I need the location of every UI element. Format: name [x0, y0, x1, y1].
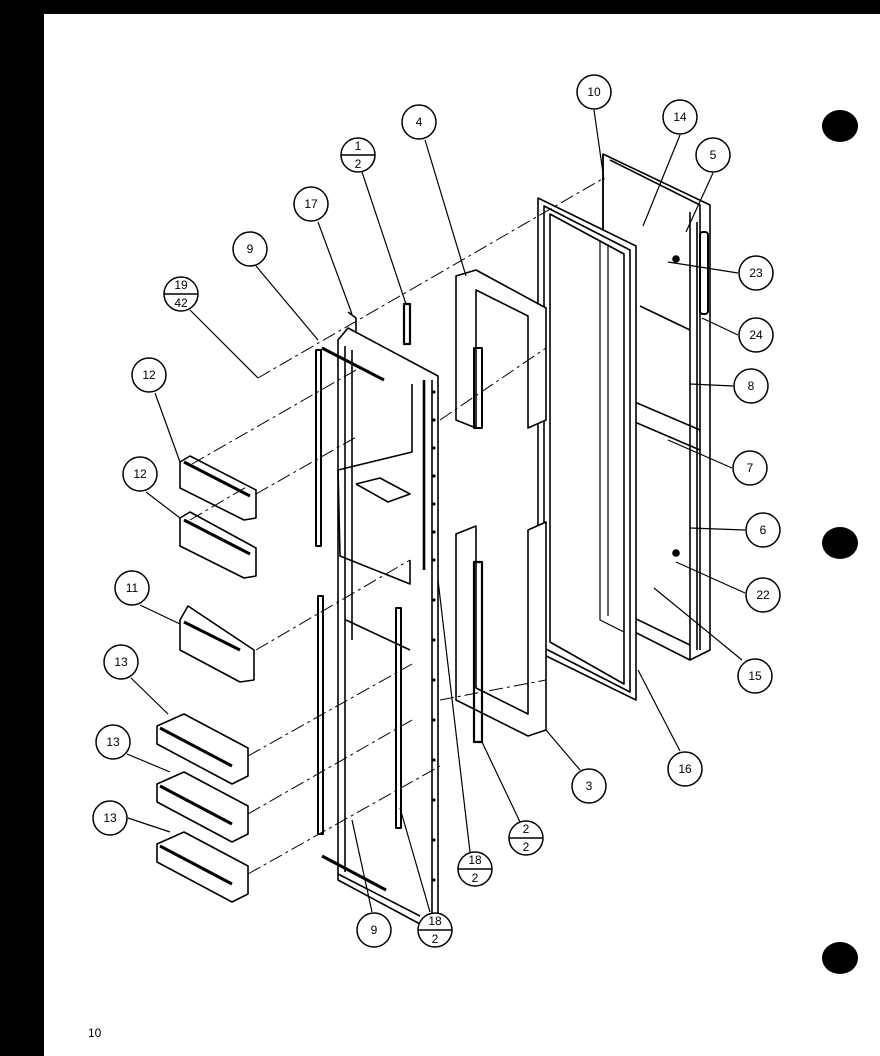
svg-text:11: 11	[126, 581, 139, 595]
svg-text:13: 13	[103, 811, 117, 825]
callout-13-c: 13	[92, 800, 128, 836]
callout-14: 14	[662, 99, 698, 135]
svg-text:24: 24	[749, 328, 763, 342]
svg-text:2: 2	[472, 871, 479, 885]
bin-12-lower	[179, 511, 257, 579]
svg-text:5: 5	[710, 148, 717, 162]
svg-text:3: 3	[586, 779, 593, 793]
svg-text:19: 19	[174, 278, 188, 292]
svg-text:18: 18	[428, 914, 442, 928]
callout-5: 5	[695, 137, 731, 173]
svg-text:15: 15	[748, 669, 762, 683]
svg-text:23: 23	[749, 266, 763, 280]
svg-text:18: 18	[468, 853, 482, 867]
svg-text:12: 12	[133, 467, 147, 481]
callout-10: 10	[576, 74, 612, 110]
svg-text:8: 8	[748, 379, 755, 393]
callout-16: 16	[667, 751, 703, 787]
punch-hole-middle	[822, 527, 858, 559]
callout-11: 11	[114, 570, 150, 606]
svg-text:14: 14	[673, 110, 687, 124]
svg-text:12: 12	[142, 368, 156, 382]
callout-15: 15	[737, 658, 773, 694]
callout-3: 3	[571, 768, 607, 804]
callout-13-b: 13	[95, 724, 131, 760]
breaker-frame	[455, 269, 547, 744]
svg-text:2: 2	[523, 840, 530, 854]
svg-text:2: 2	[432, 932, 439, 946]
svg-text:2: 2	[523, 822, 530, 836]
callout-24: 24	[738, 317, 774, 353]
svg-text:17: 17	[304, 197, 318, 211]
callout-6: 6	[745, 512, 781, 548]
svg-text:10: 10	[587, 85, 601, 99]
svg-text:9: 9	[247, 242, 254, 256]
door-gasket	[537, 197, 637, 701]
callout-9-top: 9	[232, 231, 268, 267]
svg-text:13: 13	[106, 735, 120, 749]
svg-text:7: 7	[747, 461, 754, 475]
inner-door-liner	[315, 302, 439, 925]
svg-text:22: 22	[756, 588, 770, 602]
bin-13-a	[156, 713, 249, 785]
callout-17: 17	[293, 186, 329, 222]
punch-hole-top	[822, 110, 858, 142]
scan-border-left	[0, 0, 44, 1056]
shelf-bins	[156, 455, 257, 903]
callout-22: 22	[745, 577, 781, 613]
callout-13-a: 13	[103, 644, 139, 680]
callout-2-over-2: 22	[508, 820, 544, 856]
callout-18-over-2-b: 182	[417, 912, 453, 948]
bin-12-upper	[179, 455, 257, 521]
callout-18-over-2-a: 182	[457, 851, 493, 887]
svg-text:1: 1	[355, 139, 362, 153]
svg-text:6: 6	[760, 523, 767, 537]
callout-12-lower: 12	[122, 456, 158, 492]
page-number: 10	[88, 1026, 102, 1040]
svg-text:4: 4	[416, 115, 423, 129]
svg-text:16: 16	[678, 762, 692, 776]
callout-4: 4	[401, 104, 437, 140]
callout-9-bottom: 9	[356, 912, 392, 948]
leader-lines	[126, 109, 746, 913]
callout-8: 8	[733, 368, 769, 404]
svg-text:42: 42	[174, 296, 188, 310]
bin-11	[179, 605, 255, 683]
svg-text:13: 13	[114, 655, 128, 669]
svg-text:9: 9	[371, 923, 378, 937]
bin-13-c	[156, 831, 249, 903]
callout-12-upper: 12	[131, 357, 167, 393]
callout-7: 7	[732, 450, 768, 486]
alignment-lines	[189, 177, 605, 875]
bin-13-b	[156, 771, 249, 843]
callout-1-over-2: 12	[340, 137, 376, 173]
scan-border-top	[0, 0, 880, 14]
svg-text:2: 2	[355, 157, 362, 171]
punch-hole-bottom	[822, 942, 858, 974]
callout-23: 23	[738, 255, 774, 291]
